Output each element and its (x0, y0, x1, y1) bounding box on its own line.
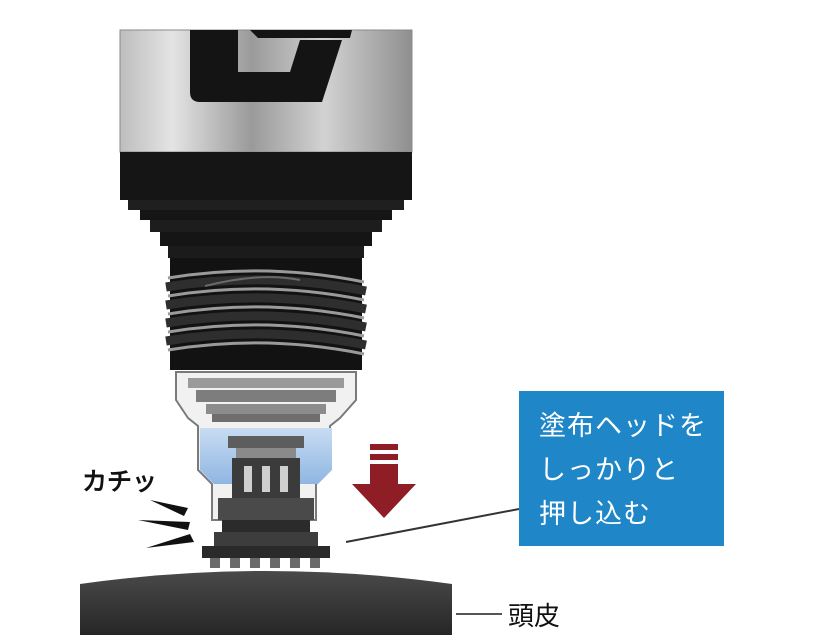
callout-line-2: しっかりと (539, 455, 679, 486)
scalp-surface (80, 571, 452, 635)
instruction-callout: 塗布ヘッドを しっかりと 押し込む (519, 391, 724, 546)
applicator-head (202, 546, 330, 568)
brand-logo-g (190, 30, 342, 102)
bottle-collar (120, 152, 412, 258)
valve-plunger (214, 436, 318, 546)
threaded-neck (165, 258, 367, 370)
callout-line-1: 塗布ヘッドを (539, 411, 707, 442)
callout-leader-line (345, 508, 520, 543)
callout-line-3: 押し込む (539, 499, 651, 530)
click-burst-marks (138, 500, 194, 548)
scalp-label: 頭皮 (508, 602, 561, 632)
push-down-arrow (352, 444, 416, 518)
click-sound-label: カチッ (82, 467, 158, 496)
bottle-body (119, 29, 413, 153)
